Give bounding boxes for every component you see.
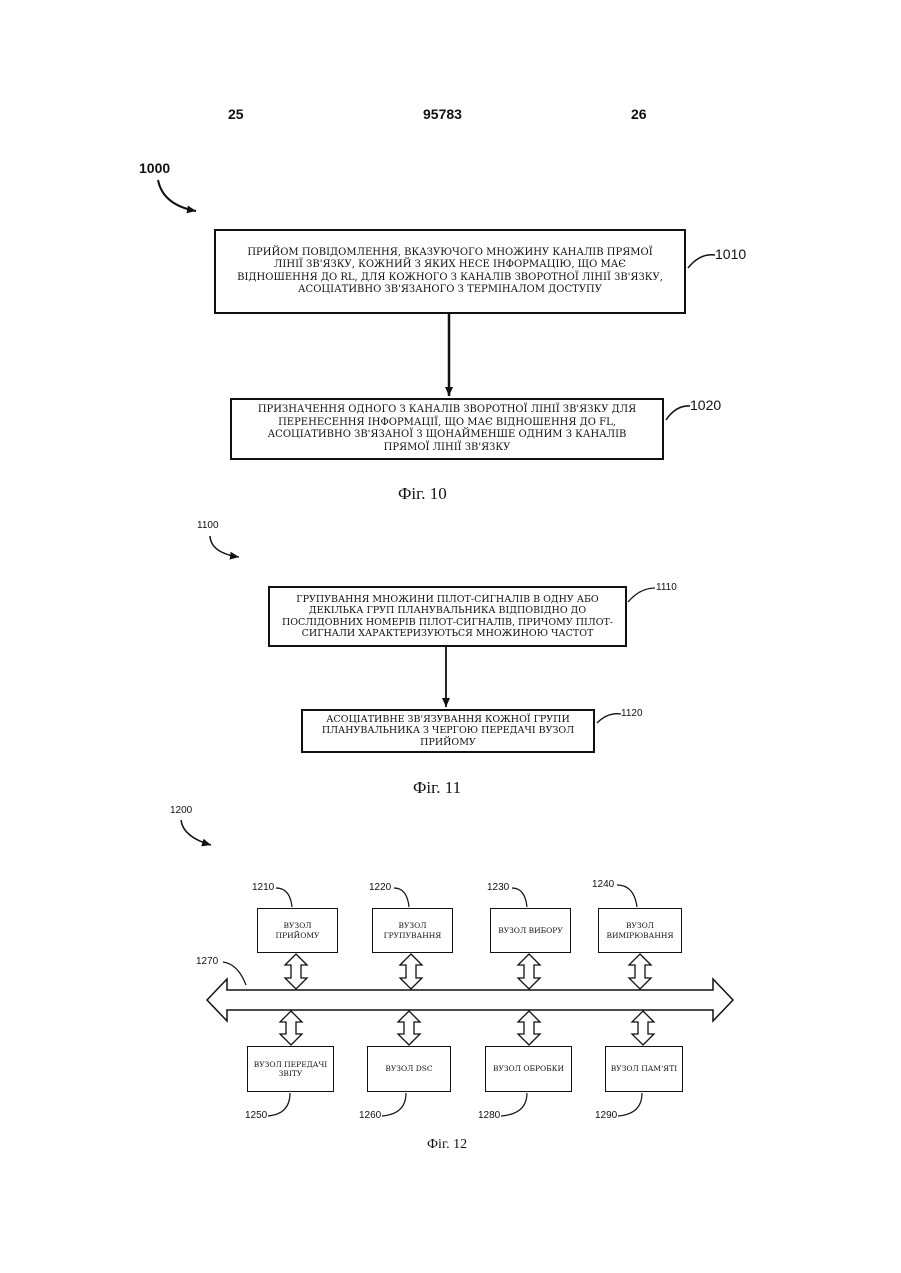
node-selection-leader <box>512 888 527 907</box>
fig10-step2-text: ПРИЗНАЧЕННЯ ОДНОГО З КАНАЛІВ ЗВОРОТНОЇ Л… <box>250 404 644 454</box>
fig10-ref: 1000 <box>139 160 170 176</box>
node-grouping-text: ВУЗОЛ ГРУПУВАННЯ <box>376 921 449 940</box>
node-grouping-leader <box>394 888 409 907</box>
fig10-step2-leader <box>666 406 690 420</box>
fig10-caption: Фіг. 10 <box>398 484 447 504</box>
bus-link-measurement <box>629 954 651 989</box>
fig10-ref-arrow <box>158 180 196 211</box>
fig10-step1-box: ПРИЙОМ ПОВІДОМЛЕННЯ, ВКАЗУЮЧОГО МНОЖИНУ … <box>214 229 686 314</box>
fig11-step1-ref: 1110 <box>656 582 677 593</box>
fig10-step1-leader <box>688 255 715 268</box>
bus-link-grouping <box>400 954 422 989</box>
fig10-step2-ref: 1020 <box>690 397 721 413</box>
bus-arrow <box>207 979 733 1021</box>
fig12-caption: Фіг. 12 <box>427 1137 467 1153</box>
node-receive-leader <box>276 888 292 907</box>
node-grouping-ref: 1220 <box>369 882 391 893</box>
node-dsc-ref: 1260 <box>359 1110 381 1121</box>
node-report-ref: 1250 <box>245 1110 267 1121</box>
bus-link-processing <box>518 1011 540 1045</box>
node-report-text: ВУЗОЛ ПЕРЕДАЧІ ЗВІТУ <box>251 1060 330 1079</box>
node-measurement-text: ВУЗОЛ ВИМІРЮВАННЯ <box>602 921 678 940</box>
node-memory-ref: 1290 <box>595 1110 617 1121</box>
bus-link-report <box>280 1011 302 1045</box>
node-memory-leader <box>618 1093 642 1116</box>
node-receive-text: ВУЗОЛ ПРИЙОМУ <box>261 921 334 940</box>
bus-ref: 1270 <box>196 956 218 967</box>
page-number-right: 26 <box>631 106 647 122</box>
bus-link-memory <box>632 1011 654 1045</box>
fig10-step1-text: ПРИЙОМ ПОВІДОМЛЕННЯ, ВКАЗУЮЧОГО МНОЖИНУ … <box>234 247 666 297</box>
node-processing-leader <box>501 1093 527 1116</box>
bus-link-dsc <box>398 1011 420 1045</box>
node-processing-ref: 1280 <box>478 1110 500 1121</box>
node-report: ВУЗОЛ ПЕРЕДАЧІ ЗВІТУ <box>247 1046 334 1092</box>
node-dsc-leader <box>382 1093 406 1116</box>
node-measurement-ref: 1240 <box>592 879 614 890</box>
fig11-step2-text: АСОЦІАТИВНЕ ЗВ'ЯЗУВАННЯ КОЖНОЇ ГРУПИ ПЛА… <box>311 714 585 749</box>
fig10-step2-box: ПРИЗНАЧЕННЯ ОДНОГО З КАНАЛІВ ЗВОРОТНОЇ Л… <box>230 398 664 460</box>
node-dsc-text: ВУЗОЛ DSC <box>385 1064 432 1074</box>
document-number: 95783 <box>423 106 462 122</box>
fig11-step1-leader <box>628 588 655 602</box>
node-measurement-leader <box>617 885 637 907</box>
fig11-ref-arrow <box>210 536 239 557</box>
node-report-leader <box>268 1093 290 1116</box>
bus-link-receive <box>285 954 307 989</box>
node-selection-text: ВУЗОЛ ВИБОРУ <box>498 926 563 936</box>
fig12-ref-arrow <box>181 820 211 845</box>
node-selection: ВУЗОЛ ВИБОРУ <box>490 908 571 953</box>
node-receive: ВУЗОЛ ПРИЙОМУ <box>257 908 338 953</box>
fig12-ref: 1200 <box>170 805 192 816</box>
fig11-step1-box: ГРУПУВАННЯ МНОЖИНИ ПІЛОТ-СИГНАЛІВ В ОДНУ… <box>268 586 627 647</box>
fig11-step2-ref: 1120 <box>621 708 643 719</box>
fig10-step1-ref: 1010 <box>715 246 746 262</box>
node-dsc: ВУЗОЛ DSC <box>367 1046 451 1092</box>
fig11-step1-text: ГРУПУВАННЯ МНОЖИНИ ПІЛОТ-СИГНАЛІВ В ОДНУ… <box>278 594 617 640</box>
node-receive-ref: 1210 <box>252 882 274 893</box>
fig11-caption: Фіг. 11 <box>413 778 461 798</box>
node-selection-ref: 1230 <box>487 882 509 893</box>
node-measurement: ВУЗОЛ ВИМІРЮВАННЯ <box>598 908 682 953</box>
node-processing-text: ВУЗОЛ ОБРОБКИ <box>493 1064 564 1074</box>
bus-link-selection <box>518 954 540 989</box>
node-memory: ВУЗОЛ ПАМ'ЯТІ <box>605 1046 683 1092</box>
node-memory-text: ВУЗОЛ ПАМ'ЯТІ <box>611 1064 677 1074</box>
fig11-step2-leader <box>597 714 621 723</box>
page-number-left: 25 <box>228 106 244 122</box>
fig11-ref: 1100 <box>197 520 219 531</box>
fig11-step2-box: АСОЦІАТИВНЕ ЗВ'ЯЗУВАННЯ КОЖНОЇ ГРУПИ ПЛА… <box>301 709 595 753</box>
node-processing: ВУЗОЛ ОБРОБКИ <box>485 1046 572 1092</box>
node-grouping: ВУЗОЛ ГРУПУВАННЯ <box>372 908 453 953</box>
